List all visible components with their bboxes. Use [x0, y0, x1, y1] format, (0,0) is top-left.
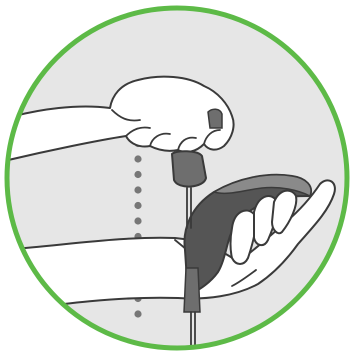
guide-dot — [134, 155, 141, 162]
guide-dot — [134, 217, 141, 224]
guide-dot — [134, 202, 141, 209]
guide-dot — [134, 186, 141, 193]
guide-dot — [134, 310, 141, 317]
guide-dot — [134, 171, 141, 178]
